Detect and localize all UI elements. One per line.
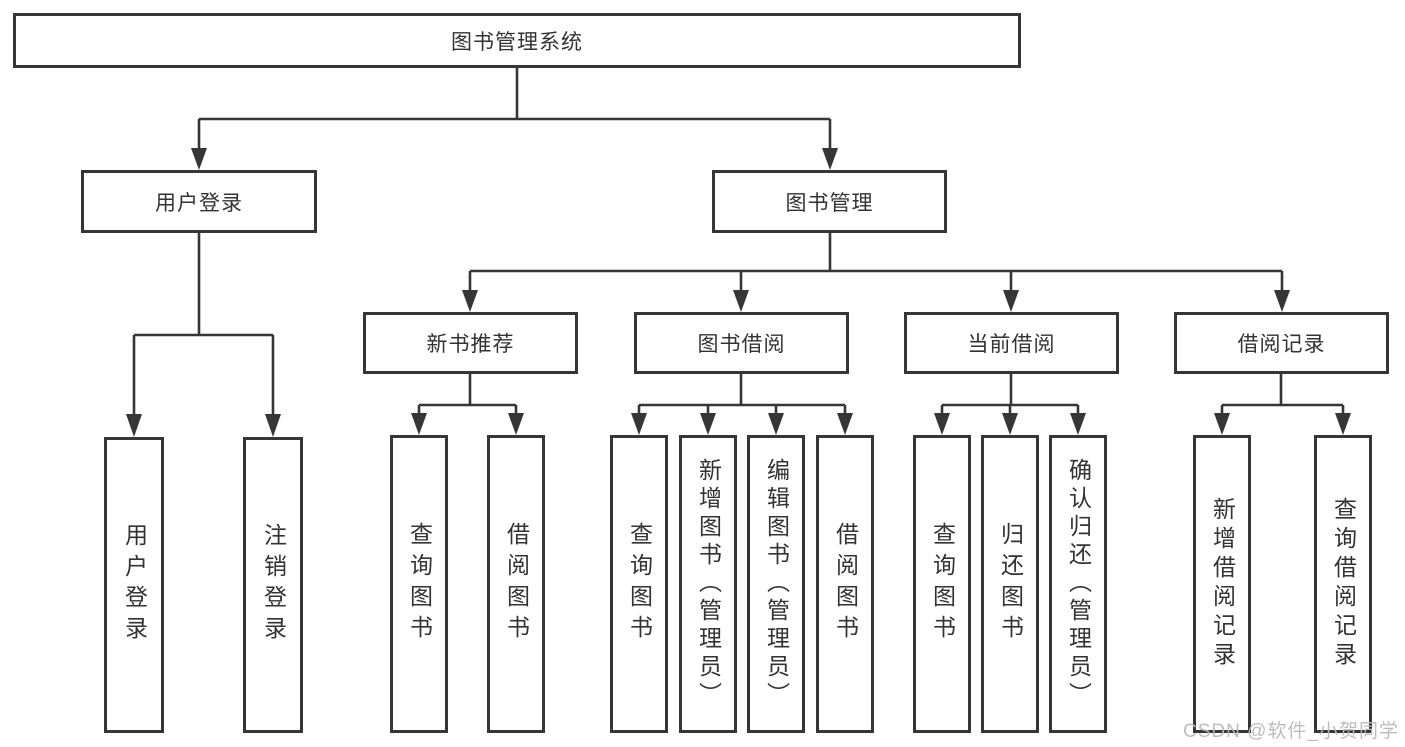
node-book-management: 图书管理	[712, 170, 947, 233]
node-borrowing-records-label: 借阅记录	[1237, 333, 1326, 356]
leaf-current-query-books-label: 查询图书	[929, 522, 956, 646]
leaf-add-borrow-record: 新增借阅记录	[1193, 435, 1251, 733]
leaf-recommend-query-books: 查询图书	[390, 435, 448, 733]
node-root-label: 图书管理系统	[451, 30, 583, 54]
node-current-borrowing-label: 当前借阅	[967, 333, 1056, 356]
leaf-query-borrow-record-label: 查询借阅记录	[1330, 497, 1357, 671]
leaf-borrow-query-books-label: 查询图书	[626, 522, 653, 646]
node-book-borrowing: 图书借阅	[634, 312, 849, 374]
leaf-add-borrow-record-label: 新增借阅记录	[1209, 497, 1236, 671]
leaf-edit-books-admin-label: 编辑图书（管理员）	[763, 458, 790, 710]
node-user-login-label: 用户登录	[155, 191, 243, 215]
leaf-return-books: 归还图书	[981, 435, 1039, 733]
leaf-borrow-books: 借阅图书	[816, 435, 874, 733]
node-new-book-recommendation-label: 新书推荐	[426, 333, 515, 356]
node-book-borrowing-label: 图书借阅	[697, 333, 786, 356]
node-user-login: 用户登录	[81, 170, 317, 233]
leaf-recommend-query-books-label: 查询图书	[406, 522, 433, 646]
node-root: 图书管理系统	[13, 13, 1021, 68]
leaf-logout: 注销登录	[243, 437, 303, 733]
leaf-confirm-return-admin: 确认归还（管理员）	[1049, 435, 1107, 733]
node-book-management-label: 图书管理	[785, 191, 874, 215]
leaf-add-books-admin: 新增图书（管理员）	[679, 435, 737, 733]
watermark: CSDN @软件_小贺同学	[1183, 721, 1399, 742]
leaf-confirm-return-admin-label: 确认归还（管理员）	[1065, 458, 1092, 710]
leaf-user-login: 用户登录	[104, 437, 164, 733]
leaf-add-books-admin-label: 新增图书（管理员）	[695, 458, 722, 710]
leaf-query-borrow-record: 查询借阅记录	[1314, 435, 1372, 733]
leaf-logout-label: 注销登录	[260, 523, 287, 647]
leaf-borrow-query-books: 查询图书	[610, 435, 668, 733]
node-new-book-recommendation: 新书推荐	[363, 312, 578, 374]
leaf-borrow-books-label: 借阅图书	[832, 522, 859, 646]
leaf-return-books-label: 归还图书	[997, 522, 1024, 646]
leaf-current-query-books: 查询图书	[913, 435, 971, 733]
node-borrowing-records: 借阅记录	[1174, 312, 1389, 374]
leaf-recommend-borrow-books: 借阅图书	[487, 435, 545, 733]
node-current-borrowing: 当前借阅	[904, 312, 1119, 374]
leaf-edit-books-admin: 编辑图书（管理员）	[747, 435, 805, 733]
leaf-user-login-label: 用户登录	[121, 523, 148, 647]
connector-arrowheads	[126, 148, 1351, 437]
leaf-recommend-borrow-books-label: 借阅图书	[503, 522, 530, 646]
